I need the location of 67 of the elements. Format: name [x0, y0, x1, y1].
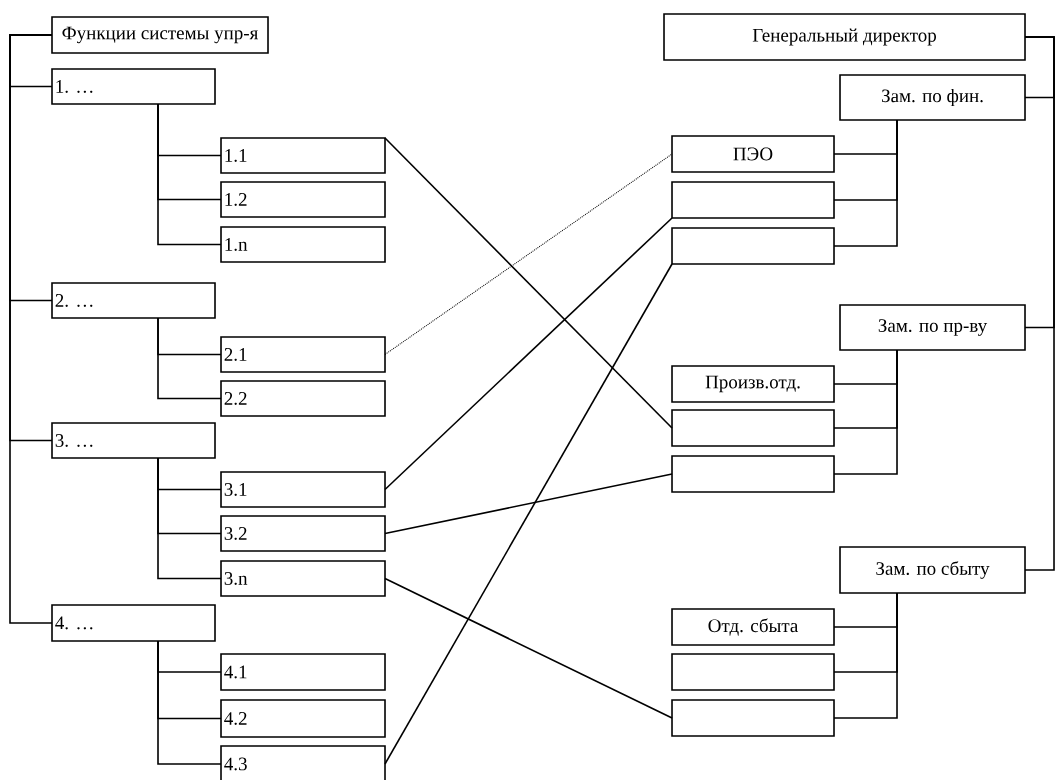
connector-line — [833, 592, 898, 719]
box-label: 3.n — [224, 572, 248, 585]
function-box — [220, 699, 386, 738]
function-box — [220, 380, 386, 417]
box-label: 1. … — [56, 80, 93, 93]
link-line — [384, 137, 673, 429]
function-box — [51, 16, 269, 54]
empty-box — [671, 455, 835, 493]
link-line — [384, 263, 673, 765]
box-label: 3.1 — [224, 483, 247, 496]
box-label: 2. … — [55, 294, 93, 307]
box-label: 4. … — [55, 616, 93, 630]
connector-line — [9, 34, 53, 624]
box-label: Зам. по фин. — [881, 88, 983, 107]
link-line — [384, 217, 673, 491]
box-label: 3. … — [55, 434, 93, 447]
function-box — [839, 304, 1026, 351]
connector-line — [833, 349, 898, 475]
box-label: 1.1 — [225, 149, 247, 162]
box-label: Произв.отд. — [705, 375, 800, 393]
function-box — [220, 515, 386, 552]
function-box — [220, 226, 386, 263]
function-box — [220, 745, 386, 780]
function-box — [51, 68, 216, 105]
box-label: 1.n — [225, 238, 248, 251]
function-box — [220, 181, 386, 218]
link-line — [384, 153, 673, 355]
function-box — [220, 471, 386, 508]
empty-box — [671, 227, 835, 265]
box-label: Отд. сбыта — [708, 618, 799, 636]
box-label: 4.2 — [224, 712, 247, 725]
function-box — [839, 74, 1026, 121]
box-label: 4.3 — [224, 757, 247, 771]
empty-box — [671, 653, 835, 691]
box-label: Функции системы упр-я — [62, 26, 258, 44]
connector-line — [1024, 36, 1055, 571]
connector-line — [157, 317, 222, 400]
function-box — [671, 365, 835, 403]
box-label: Зам. по пр-ву — [878, 319, 988, 336]
box-label: Генеральный директор — [752, 28, 936, 46]
function-box — [671, 135, 835, 173]
box-label: 3.2 — [224, 527, 247, 540]
link-line — [384, 577, 673, 719]
function-box — [839, 546, 1026, 594]
function-box — [51, 282, 216, 319]
function-box — [671, 608, 835, 646]
box-label: 1.2 — [225, 193, 247, 206]
box-label: 2.1 — [224, 348, 247, 361]
connector-line — [157, 457, 222, 580]
function-box — [220, 137, 386, 174]
connector-line — [833, 119, 898, 247]
box-label: 4.1 — [224, 665, 247, 679]
connector-line — [157, 103, 222, 246]
link-line — [384, 473, 673, 535]
function-box — [220, 560, 386, 597]
box-label: 2.2 — [224, 392, 247, 405]
function-box — [51, 422, 216, 459]
function-box — [220, 653, 386, 691]
function-box — [663, 13, 1026, 61]
connector-line — [157, 640, 222, 765]
empty-box — [671, 699, 835, 737]
box-label: Зам. по сбыту — [876, 561, 990, 579]
function-box — [220, 336, 386, 373]
empty-box — [671, 181, 835, 219]
box-label: ПЭО — [733, 147, 773, 161]
function-box — [51, 604, 216, 642]
empty-box — [671, 409, 835, 447]
